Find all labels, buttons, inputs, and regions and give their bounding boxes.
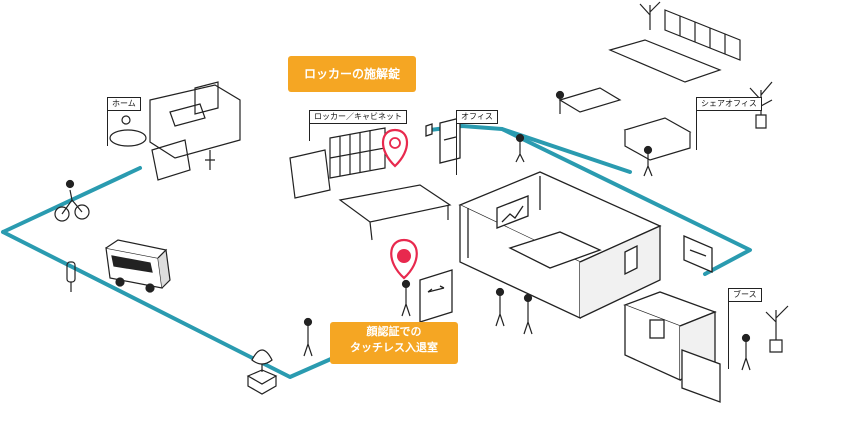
booth-area bbox=[623, 291, 721, 403]
home-label: ホーム bbox=[107, 97, 141, 111]
person-icon bbox=[303, 90, 751, 371]
share-office-area bbox=[558, 9, 741, 161]
bicycle-icon bbox=[54, 179, 90, 222]
locker-callout: ロッカーの施解錠 bbox=[288, 56, 416, 92]
office-door-icon bbox=[425, 117, 461, 164]
plant-icon bbox=[639, 1, 661, 30]
side-door-icon bbox=[683, 235, 713, 273]
face-auth-callout: 顔認証での タッチレス入退室 bbox=[330, 322, 458, 364]
home-label-leader bbox=[107, 108, 108, 146]
tree-planter-icon bbox=[246, 349, 278, 395]
share-office-label-leader bbox=[696, 108, 697, 150]
entrance-door-icon bbox=[419, 269, 453, 323]
booth-label-leader bbox=[728, 299, 729, 369]
locker-callout-text: ロッカーの施解錠 bbox=[303, 67, 400, 81]
locker-pin-icon bbox=[381, 128, 409, 168]
face-auth-callout-line1: 顔認証での bbox=[366, 325, 422, 338]
booth-label: ブース bbox=[728, 288, 762, 302]
office-label-leader bbox=[456, 121, 457, 175]
plant-icon bbox=[765, 305, 789, 353]
office-room bbox=[458, 171, 662, 320]
face-auth-callout-line2: タッチレス入退室 bbox=[350, 341, 438, 354]
locker-cabinet-label-leader bbox=[309, 121, 310, 141]
face-auth-pin-icon bbox=[390, 238, 418, 280]
home-area bbox=[109, 81, 241, 181]
locker-cabinet-area bbox=[289, 127, 452, 241]
sign-post-icon bbox=[66, 261, 76, 292]
locker-cabinet-label: ロッカー／キャビネット bbox=[309, 110, 407, 124]
share-office-label: シェアオフィス bbox=[696, 97, 762, 111]
office-label: オフィス bbox=[456, 110, 498, 124]
bus-icon bbox=[105, 239, 171, 293]
